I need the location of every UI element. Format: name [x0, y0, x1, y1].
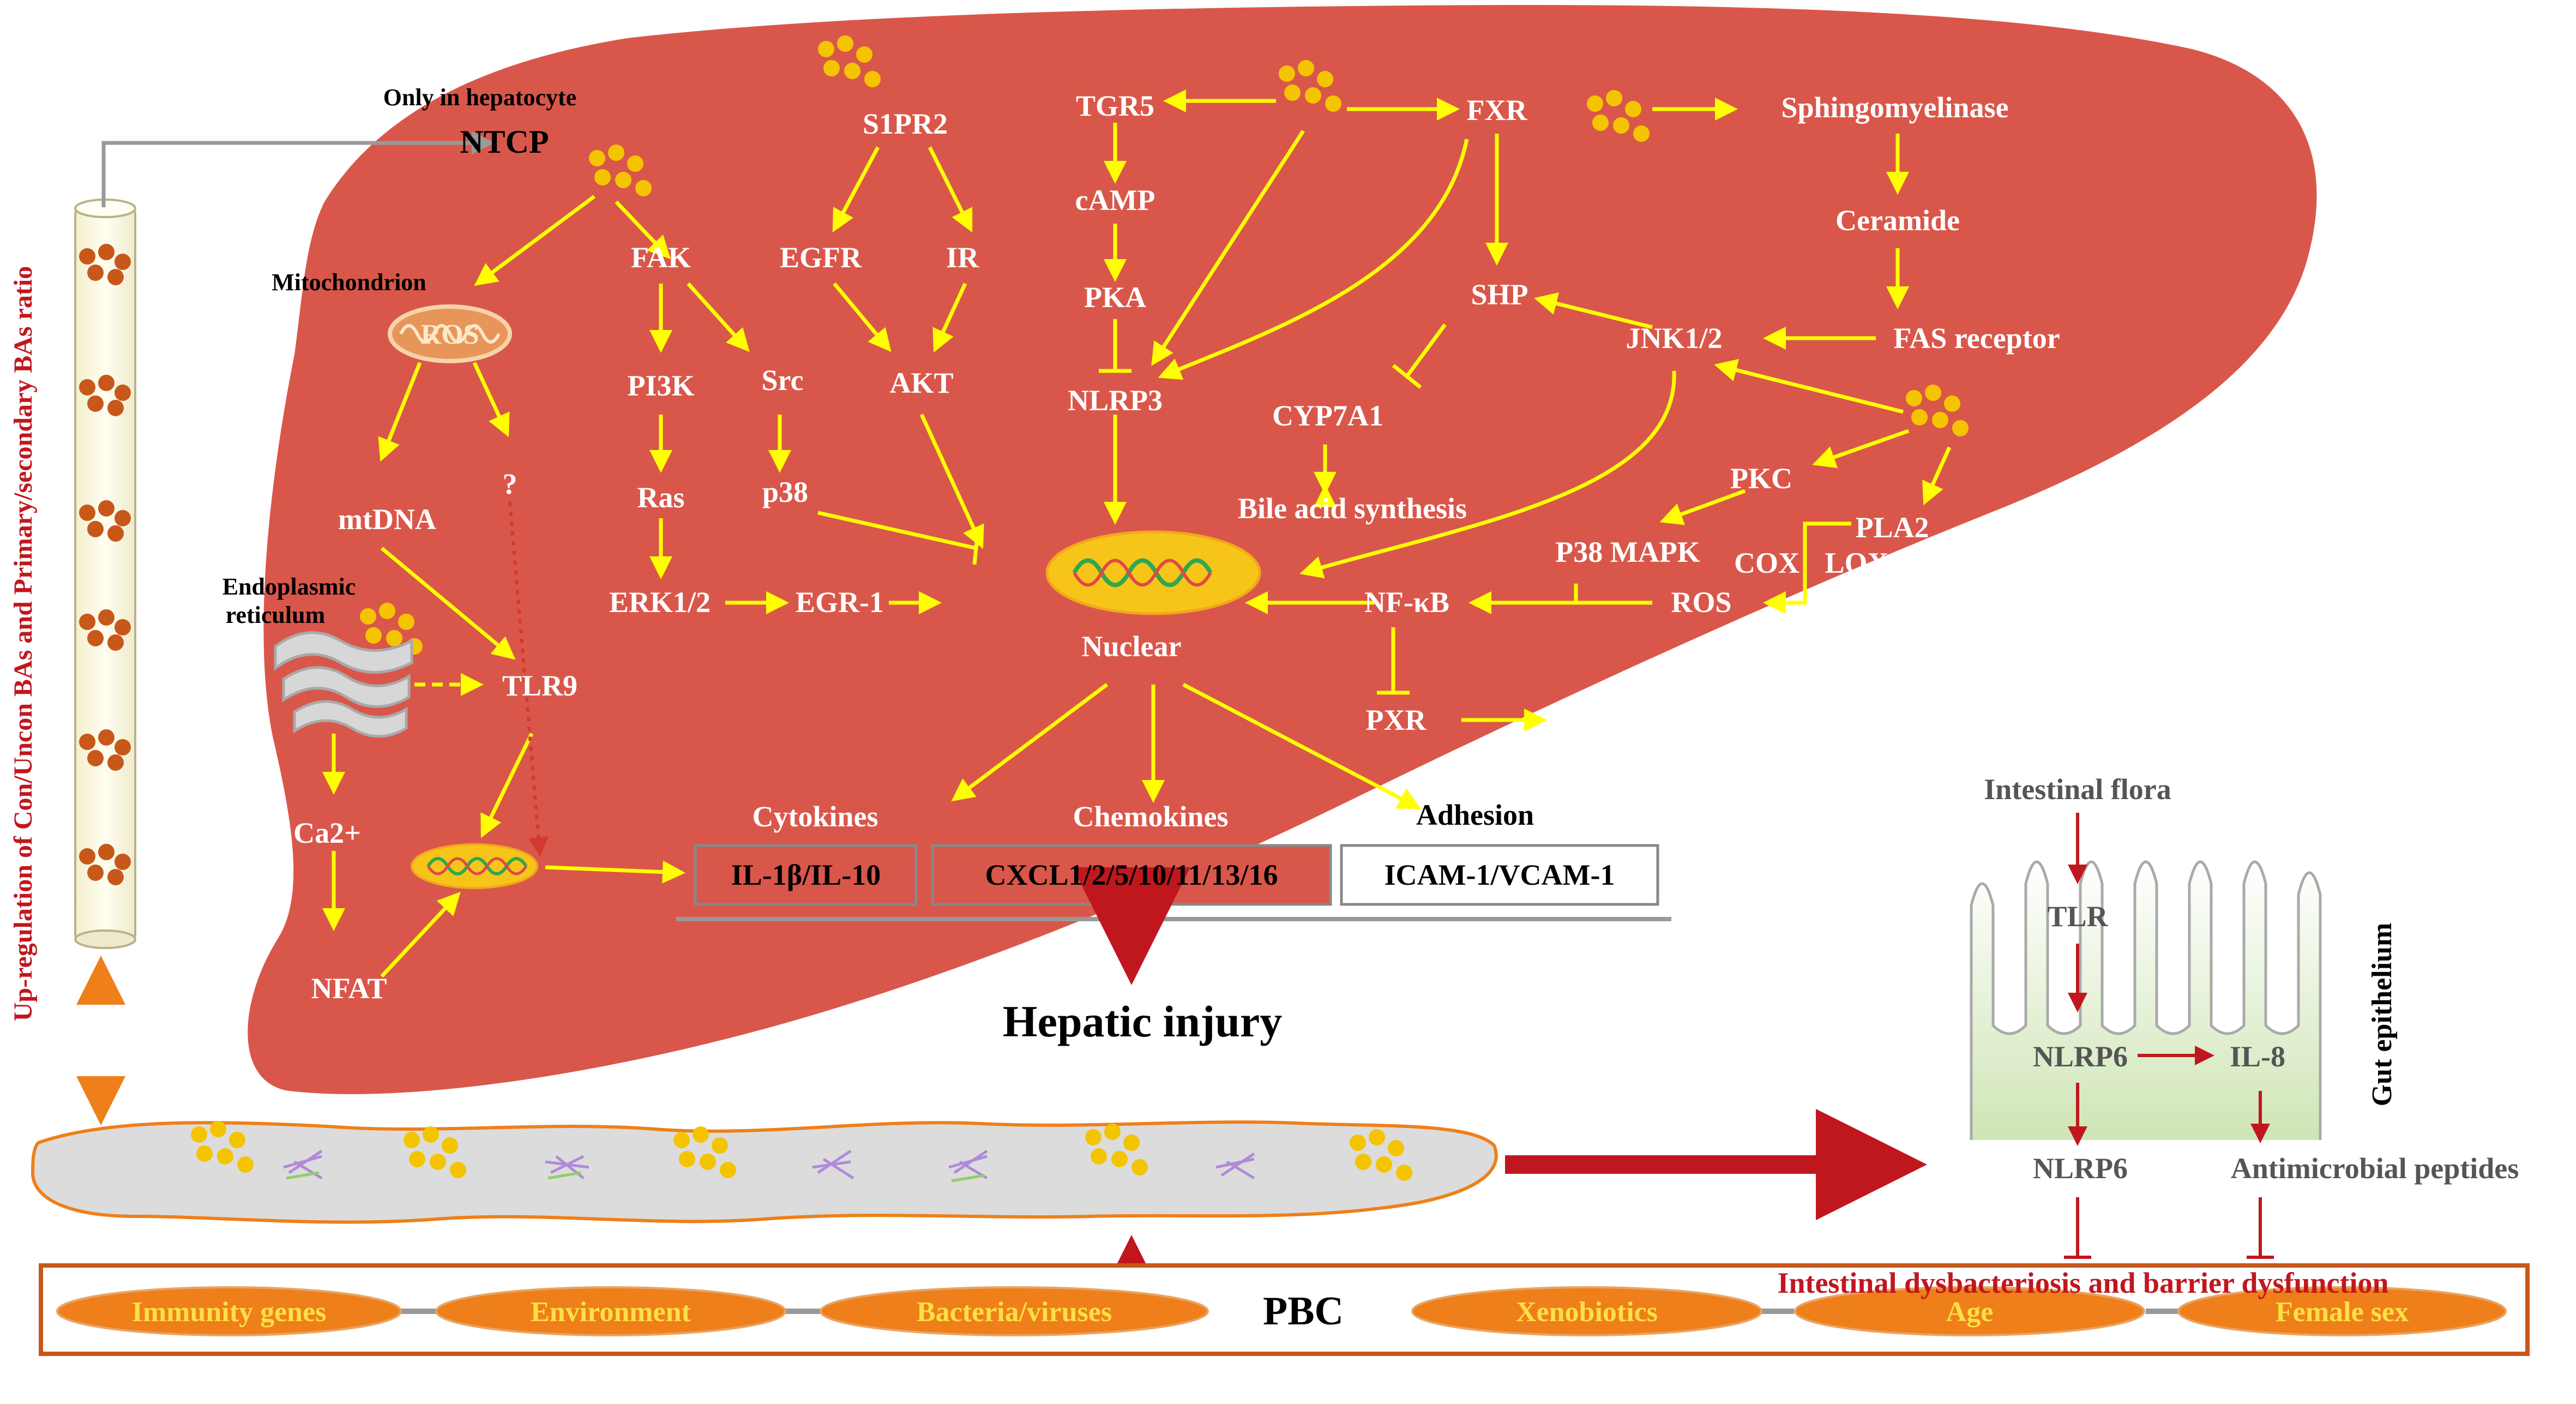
box-chemokines-text: CXCL1/2/5/10/11/13/16 — [985, 859, 1278, 891]
nuclear-label: Nuclear — [1082, 630, 1182, 663]
akt-label: AKT — [889, 367, 953, 399]
ras-label: Ras — [637, 481, 684, 514]
ntcp-label: NTCP — [460, 124, 549, 160]
cyp3a4-label: CYP3A4 — [1550, 704, 1662, 736]
fxr-label: FXR — [1467, 94, 1528, 127]
dark-red-arrows — [1073, 867, 1927, 1353]
bile-acid-dots-tube — [79, 244, 131, 885]
pbc-factor-female-sex: Female sex — [2276, 1297, 2409, 1328]
ros-label: ROS — [1671, 586, 1731, 619]
pbc-factor-immunity-genes: Immunity genes — [132, 1297, 327, 1328]
gut-strip — [31, 1120, 1498, 1224]
fak-label: FAK — [631, 241, 691, 274]
gut-microbes — [283, 1149, 1255, 1183]
tlr-label: TLR — [2047, 900, 2108, 933]
erk-label: ERK1/2 — [609, 586, 711, 619]
lox-label: LOX — [1825, 547, 1888, 579]
box-adhesion-text: ICAM-1/VCAM-1 — [1385, 859, 1615, 891]
ca2-label: Ca2+ — [293, 817, 361, 849]
inhibition-bars — [817, 319, 1447, 695]
cytokines-label: Cytokines — [752, 800, 878, 833]
pka-label: PKA — [1084, 281, 1146, 314]
fas-receptor-label: FAS receptor — [1893, 322, 2060, 355]
p38mapk-label: P38 MAPK — [1555, 536, 1700, 568]
intestinal-flora-label: Intestinal flora — [1984, 773, 2171, 806]
antimicrobial-peptides-label: Antimicrobial peptides — [2231, 1152, 2519, 1185]
liver-shape — [248, 5, 2317, 1094]
gut-red-arrows — [2064, 813, 2274, 1259]
pla2-label: PLA2 — [1856, 511, 1929, 544]
jnk-label: JNK1/2 — [1626, 322, 1722, 355]
nlrp3-label: NLRP3 — [1068, 384, 1163, 417]
cox-label: COX — [1734, 547, 1799, 579]
il8-label: IL-8 — [2230, 1040, 2285, 1073]
nlrp6-bottom-label: NLRP6 — [2033, 1152, 2128, 1185]
ir-label: IR — [946, 241, 979, 274]
sphingomyelinase-label: Sphingomyelinase — [1781, 91, 2008, 124]
pbc-factor-ellipses — [56, 1286, 2507, 1336]
src-label: Src — [762, 364, 804, 397]
nucleus-dna — [1045, 530, 1261, 615]
output-boxes — [676, 844, 1671, 921]
gut-epithelium-label: Gut epithelium — [2367, 923, 2398, 1107]
mtdna-label: mtDNA — [338, 503, 436, 536]
bile-duct-tube — [74, 199, 136, 949]
s1pr2-label: S1PR2 — [863, 107, 948, 140]
shp-label: SHP — [1471, 278, 1528, 311]
yellow-arrows — [322, 89, 1952, 978]
question-mark: ? — [503, 467, 517, 500]
pi3k-label: PI3K — [627, 369, 694, 402]
small-nucleus-dna — [411, 843, 538, 889]
camp-label: cAMP — [1075, 184, 1155, 217]
nfkb-label: NF-κB — [1364, 586, 1449, 619]
cyp7a1-label: CYP7A1 — [1272, 399, 1383, 432]
pbc-factor-environment: Environment — [531, 1297, 691, 1328]
nfat-label: NFAT — [311, 972, 387, 1005]
pbc-label: PBC — [1263, 1289, 1344, 1334]
ceramide-label: Ceramide — [1835, 204, 1960, 237]
pbc-factor-bacteria-viruses: Bacteria/viruses — [917, 1297, 1112, 1328]
mitochondrion-label: Mitochondrion — [272, 269, 426, 296]
tgr5-label: TGR5 — [1076, 89, 1154, 122]
mitochondrion — [388, 304, 512, 363]
ntcp-connector — [101, 131, 495, 207]
chemokines-label: Chemokines — [1073, 800, 1228, 833]
pkc-label: PKC — [1730, 462, 1792, 495]
endoplasmic-reticulum-shape — [274, 631, 413, 738]
dysbacteriosis-label: Intestinal dysbacteriosis and barrier dy… — [1777, 1267, 2388, 1299]
p38-label: p38 — [762, 476, 808, 508]
only-in-hepatocyte-label: Only in hepatocyte — [383, 84, 576, 111]
egfr-label: EGFR — [780, 241, 862, 274]
bile-acid-clusters — [360, 35, 1969, 655]
tlr9-label: TLR9 — [502, 669, 577, 702]
side-label: Up-regulation of Con/Uncon BAs and Prima… — [9, 266, 38, 1021]
gut-epithelium-shape — [1970, 860, 2322, 1140]
gut-dots — [191, 1121, 1412, 1181]
pxr-label: PXR — [1366, 704, 1427, 736]
hepatic-injury-label: Hepatic injury — [1003, 997, 1282, 1046]
mito-ros-label: ROS — [421, 319, 479, 350]
box-cytokines-text: IL-1β/IL-10 — [731, 859, 881, 891]
egr1-label: EGR-1 — [796, 586, 884, 619]
pbc-factor-xenobiotics: Xenobiotics — [1516, 1297, 1658, 1328]
nlrp6-top-label: NLRP6 — [2033, 1040, 2128, 1073]
pbc-factor-age: Age — [1946, 1297, 1994, 1328]
bile-acid-synthesis-label: Bile acid synthesis — [1238, 492, 1467, 525]
adhesion-label: Adhesion — [1416, 799, 1534, 831]
